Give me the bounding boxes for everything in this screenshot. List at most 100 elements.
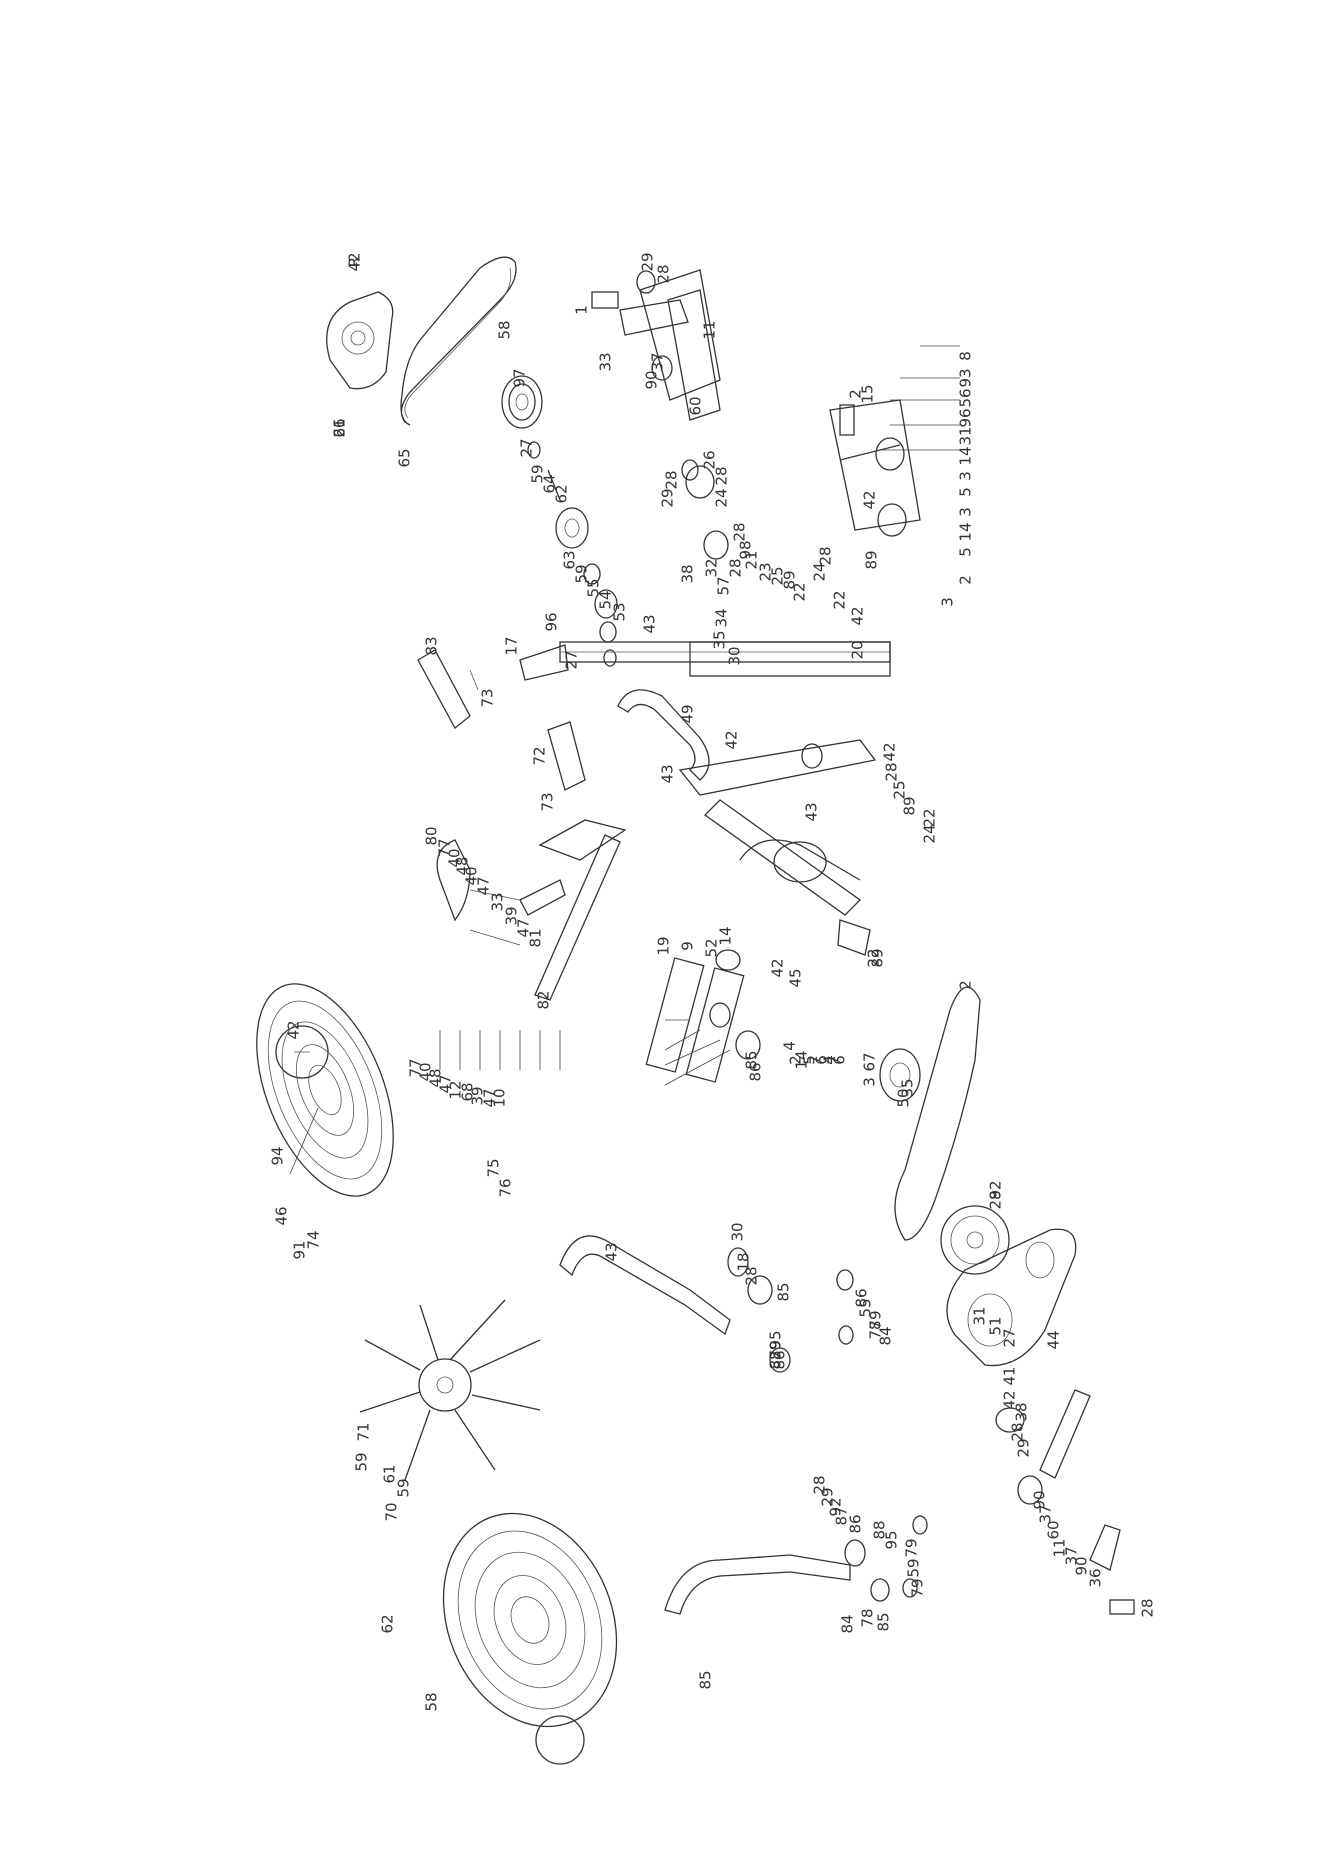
part-number-label: 28 xyxy=(987,1190,1005,1209)
part-number-label: R xyxy=(346,257,364,267)
motor xyxy=(879,1048,921,1102)
part-number-label: 24 xyxy=(921,824,939,843)
part-number-label: 85 xyxy=(875,1612,893,1631)
part-number-label: 28 xyxy=(727,558,745,577)
part-number-label: 24 xyxy=(713,488,731,507)
part-number-label: 8 xyxy=(957,351,975,361)
part-number-label: 90 xyxy=(1073,1556,1091,1575)
part-number-label: 71 xyxy=(355,1422,373,1441)
part-number-label: 28 xyxy=(811,1475,829,1494)
part-number-label: 33 xyxy=(489,892,507,911)
part-number-label: 90 xyxy=(643,370,661,389)
part-number-label: 7 xyxy=(807,1055,825,1065)
part-number-label: 44 xyxy=(1045,1330,1063,1349)
part-number-label: 82 xyxy=(535,990,553,1009)
part-number-label: 79 xyxy=(903,1538,921,1557)
leader-lines xyxy=(439,345,960,1086)
part-number-label: 77 xyxy=(436,838,454,857)
part-number-label: 6 xyxy=(813,1055,831,1065)
part-number-label: 60 xyxy=(687,396,705,415)
part-number-label: 3 xyxy=(957,507,975,517)
part-number-label: 89 xyxy=(863,550,881,569)
callout-labels: 6642655897275964626359555453961727837372… xyxy=(269,252,1157,1711)
part-number-label: 43 xyxy=(659,764,677,783)
part-number-label: 76 xyxy=(497,1178,515,1197)
pedal-right xyxy=(1089,1524,1135,1615)
part-number-label: 25 xyxy=(769,566,787,585)
part-number-label: 55 xyxy=(585,578,603,597)
left-rail xyxy=(645,949,761,1083)
part-number-label: 89 xyxy=(869,948,887,967)
part-number-label: 61 xyxy=(381,1464,399,1483)
part-number-label: 43 xyxy=(641,614,659,633)
part-number-label: 73 xyxy=(539,792,557,811)
part-number-label: 84 xyxy=(877,1326,895,1345)
part-number-label: 96 xyxy=(543,612,561,631)
belt-guard-top xyxy=(326,291,394,390)
part-number-label: 58 xyxy=(496,320,514,339)
part-number-label: 67 xyxy=(861,1052,879,1071)
part-number-label: 58 xyxy=(423,1692,441,1711)
fan-guard-rear xyxy=(442,1512,618,1728)
part-number-label: 40 xyxy=(446,848,464,867)
part-number-label: 72 xyxy=(531,746,549,765)
part-number-label: 85 xyxy=(775,1282,793,1301)
part-number-label: 2 xyxy=(787,1055,805,1065)
part-number-label: 14 xyxy=(957,446,975,465)
part-number-label: 5 xyxy=(957,547,975,557)
part-number-label: 41 xyxy=(1001,1366,1019,1385)
part-number-label: 32 xyxy=(703,558,721,577)
part-number-label: 30 xyxy=(729,1222,747,1241)
part-number-label: 94 xyxy=(269,1146,287,1165)
part-number-label: 28 xyxy=(1139,1598,1157,1617)
part-number-label: 9 xyxy=(679,941,697,951)
part-number-label: 48 xyxy=(427,1068,445,1087)
part-number-label: 91 xyxy=(291,1240,309,1259)
part-number-label: 52 xyxy=(703,938,721,957)
part-number-label: 3 xyxy=(939,597,957,607)
part-number-label: 37 xyxy=(1037,1504,1055,1523)
part-number-label: 11 xyxy=(1051,1538,1069,1557)
belt-upper xyxy=(400,256,517,426)
part-number-label: 42 xyxy=(881,742,899,761)
part-number-label: 29 xyxy=(1015,1438,1033,1457)
drive-sprocket xyxy=(940,1205,1010,1275)
part-number-label: 89 xyxy=(901,796,919,815)
part-number-label: 22 xyxy=(921,808,939,827)
seat-bracket xyxy=(417,649,479,729)
part-number-label: 85 xyxy=(697,1670,715,1689)
handle-arm-lower xyxy=(664,1554,851,1615)
part-number-label: 56 xyxy=(957,388,975,407)
part-number-label: 47 xyxy=(437,1074,455,1093)
part-number-label: 66 xyxy=(331,418,349,437)
part-number-label: 14 xyxy=(793,1050,811,1069)
part-number-label: 31 xyxy=(957,426,975,445)
part-number-label: 42 xyxy=(769,958,787,977)
part-number-label: 34 xyxy=(713,608,731,627)
part-number-label: 2 xyxy=(847,389,865,399)
part-number-label: 2 xyxy=(957,980,975,990)
part-number-label: 4 xyxy=(821,1055,839,1065)
part-number-label: 85 xyxy=(743,1050,761,1069)
part-number-label: 22 xyxy=(831,590,849,609)
part-number-label: 93 xyxy=(957,368,975,387)
part-number-label: 28 xyxy=(1009,1422,1027,1441)
part-number-label: 5 xyxy=(957,487,975,497)
part-number-label: 54 xyxy=(597,590,615,609)
part-number-label: 11 xyxy=(701,320,719,339)
part-number-label: 27 xyxy=(563,650,581,669)
part-number-label: 40 xyxy=(463,866,481,885)
part-number-label: 42 xyxy=(723,730,741,749)
part-number-label: 84 xyxy=(839,1614,857,1633)
part-number-label: 95 xyxy=(883,1530,901,1549)
part-number-label: 2 xyxy=(957,575,975,585)
part-number-label: 59 xyxy=(529,464,547,483)
part-number-label: 92 xyxy=(827,1497,845,1516)
part-number-label: 43 xyxy=(603,1242,621,1261)
part-number-label: 38 xyxy=(679,564,697,583)
part-number-label: 35 xyxy=(899,1078,917,1097)
part-number-label: 37 xyxy=(1063,1546,1081,1565)
part-number-label: 28 xyxy=(663,470,681,489)
part-number-label: 23 xyxy=(757,562,775,581)
